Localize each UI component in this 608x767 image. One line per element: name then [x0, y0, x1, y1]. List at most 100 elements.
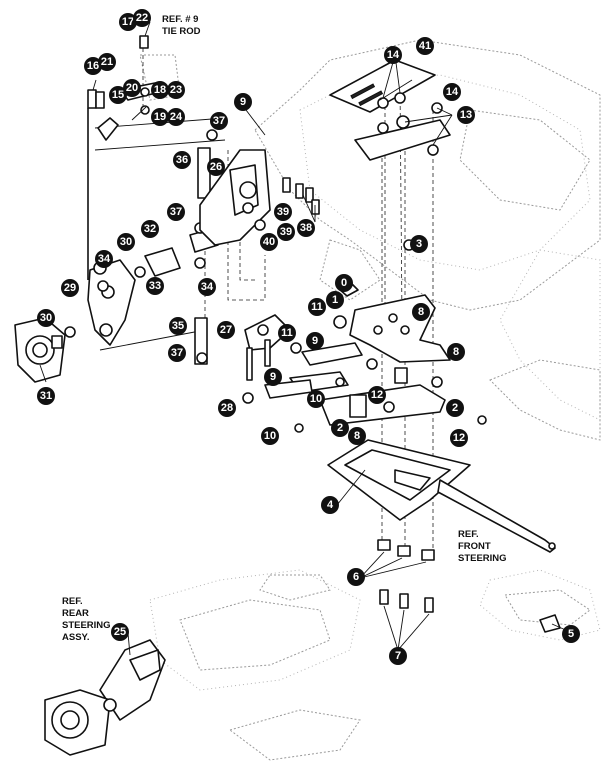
callout-bubble	[37, 309, 55, 327]
callout-number: 4	[327, 499, 334, 511]
callout-1: 1	[326, 291, 344, 309]
callout-5: 5	[562, 625, 580, 643]
callout-number: 30	[40, 312, 52, 324]
callout-bubble	[261, 427, 279, 445]
top-plate	[329, 59, 451, 161]
callout-number: 34	[201, 281, 214, 293]
callout-number: 39	[280, 226, 292, 238]
callout-number: 3	[416, 238, 422, 250]
callout-bubble	[141, 220, 159, 238]
callout-bubble	[218, 399, 236, 417]
callout-14: 14	[384, 46, 402, 64]
callout-number: 24	[170, 111, 183, 123]
callout-10: 10	[307, 390, 325, 408]
callout-number: 22	[136, 12, 148, 24]
callout-number: 28	[221, 402, 233, 414]
callout-number: 16	[87, 60, 99, 72]
callout-bubble	[450, 429, 468, 447]
callout-bubble	[335, 274, 353, 292]
callout-number: 10	[310, 393, 322, 405]
callout-37: 37	[168, 344, 186, 362]
callout-number: 2	[452, 402, 458, 414]
callout-bubble	[307, 390, 325, 408]
callout-39: 39	[274, 203, 292, 221]
callout-28: 28	[218, 399, 236, 417]
callout-9: 9	[264, 368, 282, 386]
callout-bubble	[95, 250, 113, 268]
callout-number: 37	[170, 206, 182, 218]
front-steering-ref	[539, 614, 561, 633]
callout-bubble	[84, 57, 102, 75]
callout-bubble	[123, 79, 141, 97]
ref-tie-rod-line1: REF. # 9	[162, 14, 198, 25]
callout-24: 24	[167, 108, 185, 126]
callout-2: 2	[331, 419, 349, 437]
callout-number: 15	[112, 89, 124, 101]
callout-bubble	[168, 344, 186, 362]
callout-number: 9	[240, 96, 246, 108]
callout-bubble	[274, 203, 292, 221]
callout-bubble	[562, 625, 580, 643]
callout-8: 8	[348, 427, 366, 445]
callout-number: 32	[144, 223, 156, 235]
callout-bubble	[308, 298, 326, 316]
callout-37: 37	[210, 112, 228, 130]
callout-number: 36	[176, 154, 188, 166]
callout-number: 29	[64, 282, 76, 294]
callout-bubble	[416, 37, 434, 55]
callout-number: 25	[114, 626, 126, 638]
steering-knuckle-assembly	[14, 129, 219, 383]
callout-34: 34	[198, 278, 216, 296]
callout-22: 22	[133, 9, 151, 27]
rear-steering-assembly	[44, 639, 166, 756]
callout-8: 8	[447, 343, 465, 361]
callout-number: 35	[172, 320, 184, 332]
callout-bubble	[331, 419, 349, 437]
callout-bubble	[61, 279, 79, 297]
callout-bubble	[119, 13, 137, 31]
callout-bubble	[384, 46, 402, 64]
ref-front-steering-line1: REF.	[458, 529, 479, 540]
callout-17: 17	[119, 13, 137, 31]
callout-bubble	[277, 223, 295, 241]
callout-number: 31	[40, 390, 52, 402]
callout-11: 11	[278, 324, 296, 342]
callout-number: 14	[387, 49, 400, 61]
callout-12: 12	[368, 386, 386, 404]
callout-3: 3	[410, 235, 428, 253]
callout-32: 32	[141, 220, 159, 238]
callout-bubble	[446, 399, 464, 417]
callout-40: 40	[260, 233, 278, 251]
callout-34: 34	[95, 250, 113, 268]
callout-number: 19	[154, 111, 166, 123]
callout-bubble	[133, 9, 151, 27]
callout-13: 13	[457, 106, 475, 124]
callout-number: 37	[213, 115, 225, 127]
callout-18: 18	[151, 81, 169, 99]
callout-number: 6	[353, 571, 359, 583]
callout-number: 23	[170, 84, 182, 96]
callout-number: 5	[568, 628, 574, 640]
callout-number: 18	[154, 84, 166, 96]
callout-bubble	[167, 108, 185, 126]
callout-number: 0	[341, 277, 347, 289]
callout-bubble	[109, 86, 127, 104]
callout-number: 12	[453, 432, 465, 444]
callout-14: 14	[443, 83, 461, 101]
callout-number: 13	[460, 109, 472, 121]
callout-number: 10	[264, 430, 276, 442]
callout-bubble	[169, 317, 187, 335]
steering-plate	[327, 439, 556, 553]
callout-bubble	[217, 321, 235, 339]
callout-37: 37	[167, 203, 185, 221]
callout-bubble	[347, 568, 365, 586]
callout-bubble	[98, 53, 116, 71]
callout-number: 17	[122, 16, 134, 28]
callout-11: 11	[308, 298, 326, 316]
callout-bubble	[207, 158, 225, 176]
callout-bubble	[210, 112, 228, 130]
callout-9: 9	[234, 93, 252, 111]
callout-bubble	[264, 368, 282, 386]
callout-number: 11	[281, 327, 293, 339]
